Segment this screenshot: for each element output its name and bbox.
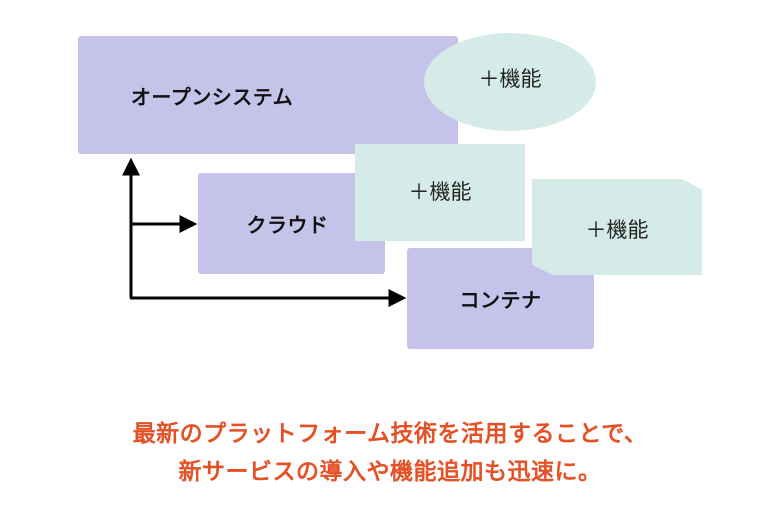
feature-label-2: ＋機能 <box>408 179 472 204</box>
feature-rectangle: ＋機能 <box>355 144 525 241</box>
cloud-box: クラウド <box>198 173 385 274</box>
feature-label-3: ＋機能 <box>585 218 649 242</box>
open-system-box: オープンシステム <box>78 36 458 154</box>
container-label: コンテナ <box>459 288 542 312</box>
feature-label-1: ＋機能 <box>478 67 542 91</box>
caption-line-2: 新サービスの導入や機能追加も迅速に。 <box>178 459 602 485</box>
container-box: コンテナ <box>407 248 594 349</box>
cloud-label: クラウド <box>246 213 329 237</box>
caption-line-1: 最新のプラットフォーム技術を活用することで、 <box>132 421 648 447</box>
feature-ellipse: ＋機能 <box>424 33 596 131</box>
feature-folded-shape: ＋機能 <box>532 179 702 275</box>
open-system-label: オープンシステム <box>130 84 294 109</box>
